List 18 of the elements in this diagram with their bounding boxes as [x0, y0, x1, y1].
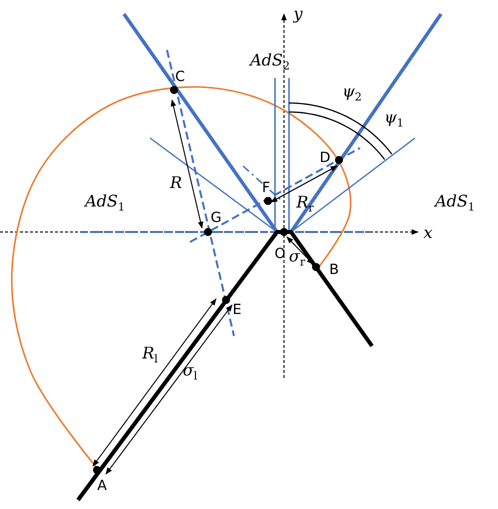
point-label: D	[320, 151, 330, 165]
point-label: E	[232, 303, 242, 317]
math-label: y	[293, 6, 303, 22]
math-label: ψ$_{1}$	[384, 109, 404, 129]
math-label: x	[423, 225, 433, 241]
math-label: σ$_{l}$	[182, 362, 198, 382]
math-label: AdS$_{1}$	[85, 193, 125, 213]
math-label: AdS$_{1}$	[435, 193, 475, 213]
point-label: F	[262, 181, 270, 195]
math-label: R$_{r}$	[296, 194, 314, 214]
point-label: C	[175, 70, 185, 84]
math-label: ψ$_{2}$	[342, 83, 362, 103]
math-label: R	[170, 175, 182, 191]
math-label: σ$_{r}$	[288, 248, 306, 268]
point-label: A	[97, 479, 107, 493]
point-label: B	[329, 263, 339, 277]
math-label: R$_{l}$	[142, 345, 158, 365]
point-label: G	[210, 211, 222, 225]
